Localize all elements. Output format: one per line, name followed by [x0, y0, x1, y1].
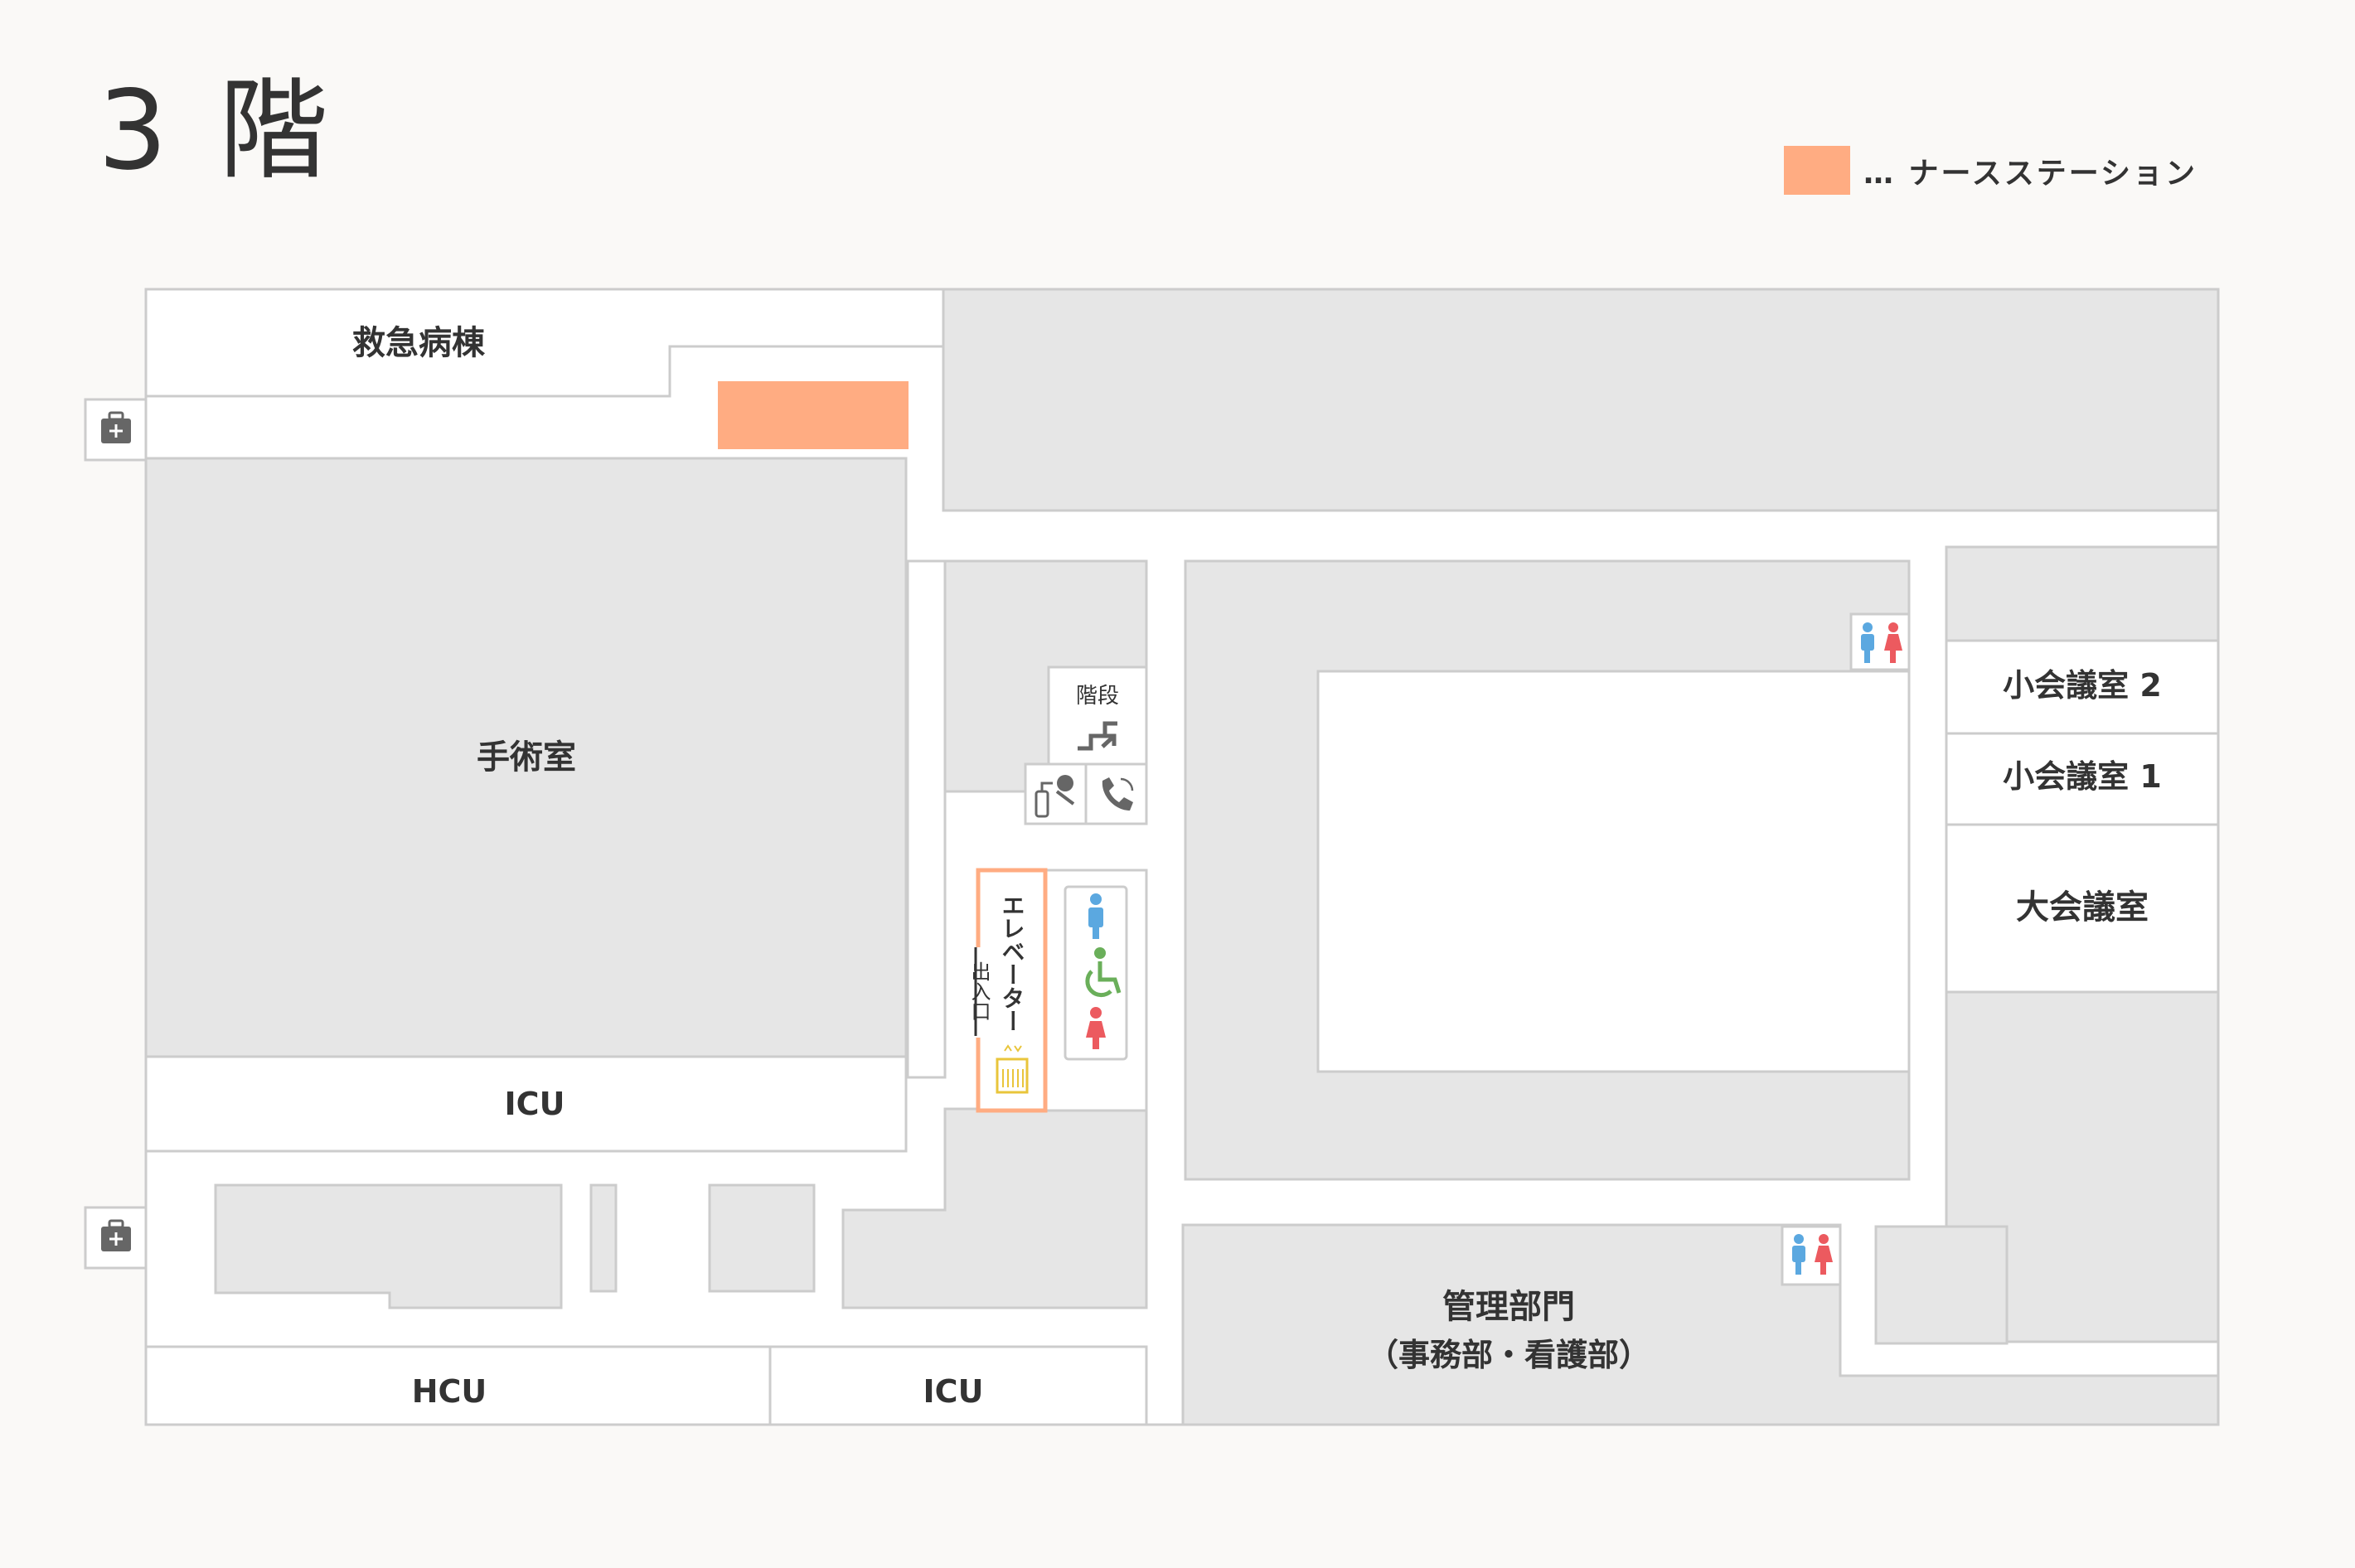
stairs-box[interactable] — [1047, 665, 1148, 766]
label-entrance: 出入口 — [967, 961, 991, 1021]
female-icon — [1815, 1234, 1833, 1275]
female-icon — [1884, 622, 1902, 663]
room-top-right — [942, 288, 2220, 512]
room-admin[interactable] — [1181, 1223, 2220, 1426]
room-right-upper — [1945, 545, 2220, 642]
female-icon — [1086, 1007, 1106, 1049]
stairs-icon — [1078, 721, 1117, 751]
room-operating[interactable] — [144, 457, 908, 1058]
phone-box — [1084, 762, 1148, 825]
room-lower-left-3 — [708, 1183, 816, 1293]
label-emergency-ward: 救急病棟 — [352, 324, 486, 362]
room-large-meeting[interactable] — [1945, 823, 2220, 994]
room-icu-upper[interactable] — [144, 1055, 908, 1153]
fire-extinguisher-box — [1024, 762, 1088, 825]
first-aid-kit-icon — [101, 1219, 131, 1251]
room-admin-small — [1874, 1225, 2009, 1345]
room-lower-left-2 — [589, 1183, 618, 1293]
label-admin-sub: （事務部・看護部） — [1367, 1337, 1650, 1373]
male-icon — [1861, 622, 1874, 663]
corridor-divider — [906, 559, 947, 1079]
restroom-top-box — [1849, 612, 1911, 671]
floor-title: 3 階 — [98, 67, 337, 195]
elevator-icon — [996, 1044, 1029, 1094]
wheelchair-icon — [1085, 947, 1122, 998]
nurse-station[interactable] — [718, 381, 909, 449]
legend-nurse-station-swatch — [1784, 146, 1850, 195]
label-small-meeting-2: 小会議室 2 — [2003, 667, 2162, 704]
label-icu-upper: ICU — [505, 1086, 565, 1122]
label-small-meeting-1: 小会議室 1 — [2003, 758, 2162, 795]
room-lower-left-1 — [214, 1183, 563, 1309]
room-small-meeting-2[interactable] — [1945, 639, 2220, 735]
room-emergency-ward[interactable] — [144, 288, 945, 398]
label-elevator: エレベーター — [999, 893, 1026, 1033]
label-stairs: 階段 — [1076, 684, 1119, 709]
label-admin: 管理部門 — [1442, 1288, 1575, 1326]
room-hcu[interactable] — [144, 1345, 772, 1426]
first-aid-kit-icon — [101, 411, 131, 443]
legend-label: … ナースステーション — [1863, 156, 2198, 191]
label-operating-room: 手術室 — [477, 738, 576, 777]
fire-extinguisher-icon — [1035, 775, 1075, 818]
male-icon — [1088, 893, 1103, 939]
label-large-meeting: 大会議室 — [2016, 888, 2149, 927]
label-icu-lower: ICU — [923, 1373, 984, 1410]
phone-icon — [1102, 777, 1134, 811]
legend: … ナースステーション — [1784, 146, 2198, 195]
room-small-meeting-1[interactable] — [1945, 732, 2220, 826]
male-icon — [1792, 1234, 1805, 1275]
restroom-admin-box — [1781, 1225, 1842, 1286]
room-center-white — [1316, 670, 1911, 1073]
label-hcu: HCU — [412, 1373, 487, 1410]
room-icu-lower[interactable] — [768, 1345, 1148, 1426]
restroom-icon-box — [1064, 885, 1128, 1061]
